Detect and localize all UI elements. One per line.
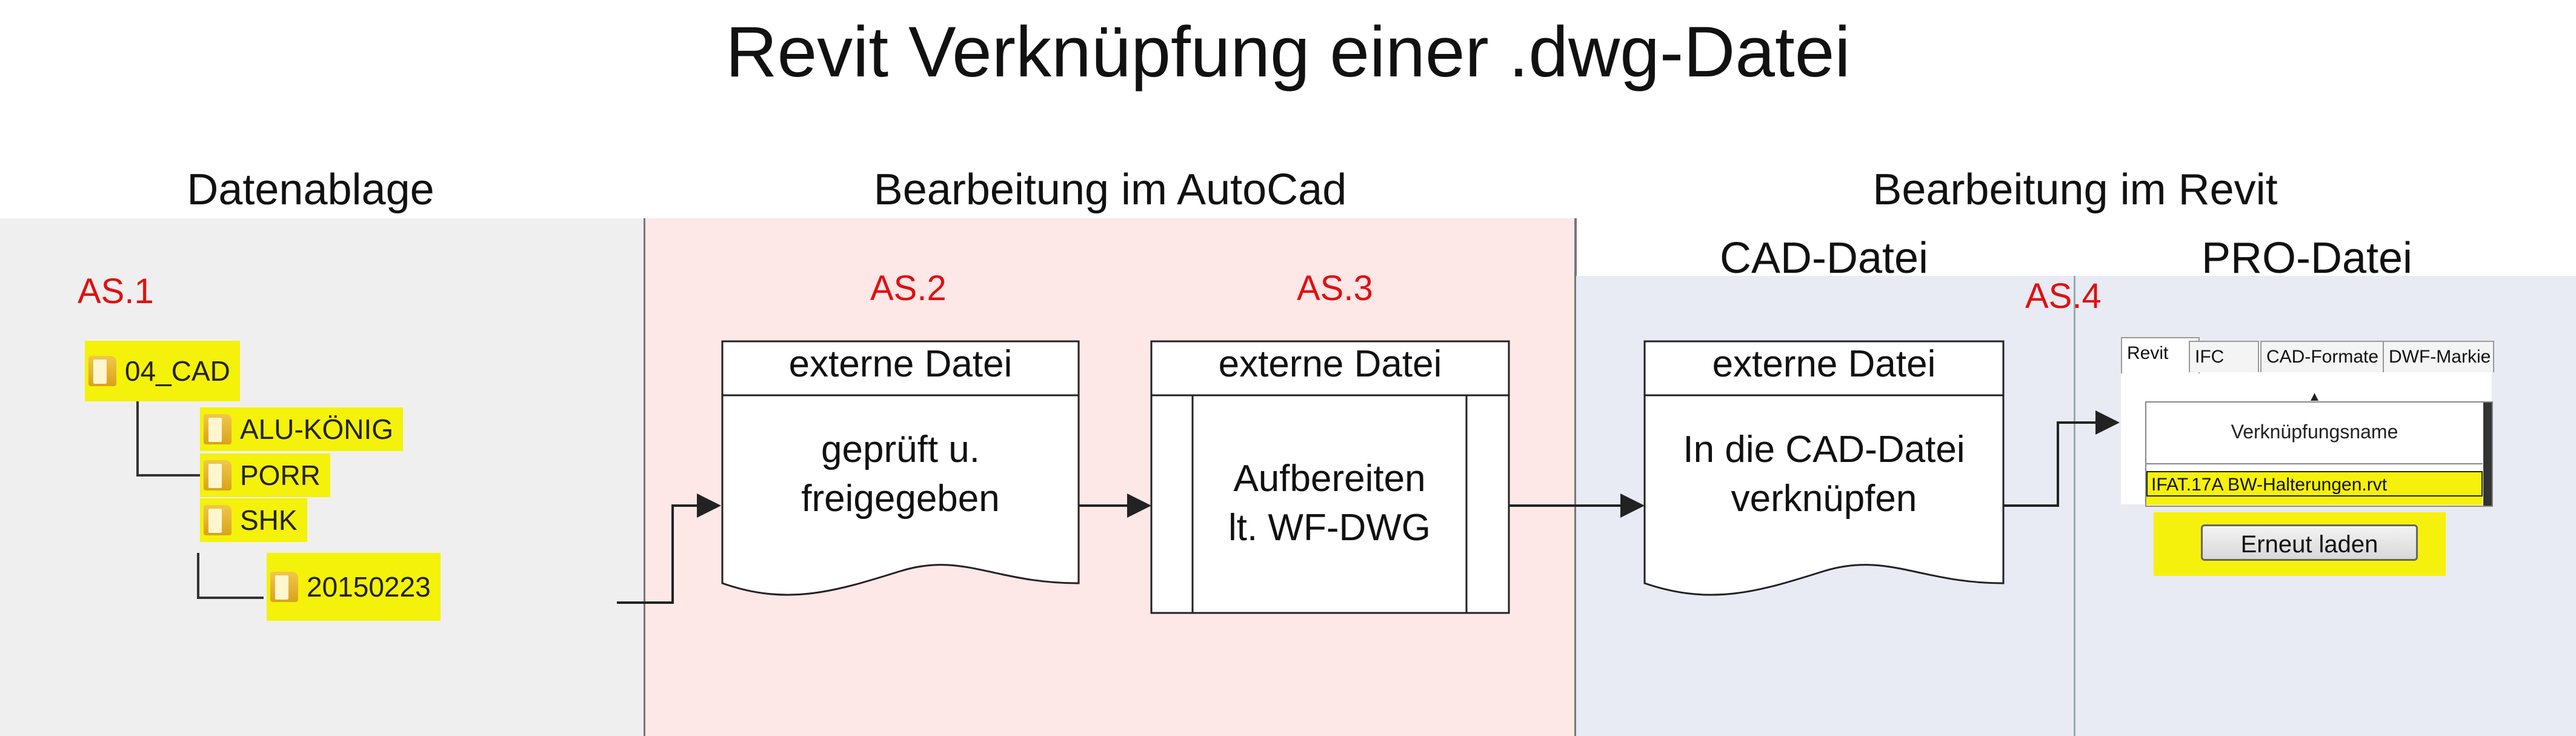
connector-tree-to-doc1	[617, 504, 703, 604]
folder-item-04-cad[interactable]: 04_CAD	[85, 341, 240, 401]
tree-connector	[197, 553, 199, 598]
folder-icon	[204, 505, 231, 535]
tab-ifc[interactable]: IFC	[2189, 341, 2259, 372]
revit-links-dialog: Revit IFC CAD-Formate DWF-Markie ▲ Verkn…	[2121, 337, 2494, 507]
tree-connector	[136, 474, 200, 477]
document-2-line-1: In die CAD-Datei	[1683, 429, 1965, 470]
links-table: ▲ Verknüpfungsname IFAT.17A BW-Halterung…	[2145, 389, 2493, 507]
document-1-header: externe Datei	[788, 343, 1013, 385]
arrowhead	[1620, 493, 1645, 518]
lane-title-revit: Bearbeitung im Revit	[1872, 166, 2278, 214]
reload-highlight: Erneut laden	[2154, 512, 2446, 576]
tree-connector	[197, 597, 264, 599]
step-label-as1: AS.1	[78, 272, 154, 311]
document-1-line-2: freigegeben	[801, 477, 1000, 520]
document-1-line-1: geprüft u.	[821, 429, 980, 470]
process-box	[1150, 340, 1510, 614]
step-label-as3: AS.3	[1297, 269, 1373, 308]
column-header-label: Verknüpfungsname	[2231, 421, 2398, 443]
lane-title-datenablage: Datenablage	[187, 166, 434, 214]
step-label-as4: AS.4	[2025, 276, 2102, 316]
tab-dwf-markie[interactable]: DWF-Markie	[2383, 341, 2494, 372]
document-2-body: In die CAD-Datei verknüpfen	[1645, 426, 2003, 523]
folder-item-porr[interactable]: PORR	[200, 453, 330, 497]
document-shape-1	[721, 340, 1080, 596]
lane-title-cad-datei: CAD-Datei	[1719, 234, 1929, 283]
tab-cad-formate[interactable]: CAD-Formate	[2260, 341, 2391, 372]
connector-doc2-to-revit	[2003, 421, 2102, 507]
folder-item-alu-koenig[interactable]: ALU-KÖNIG	[200, 407, 404, 451]
process-box-line-2: lt. WF-DWG	[1228, 506, 1431, 549]
document-2-line-2: verknüpfen	[1731, 477, 1917, 520]
page-title: Revit Verknüpfung einer .dwg-Datei	[725, 12, 1851, 92]
lane-divider	[1574, 218, 1577, 276]
lane-title-autocad: Bearbeitung im AutoCad	[873, 166, 1347, 214]
column-header-verknuepfungsname[interactable]: ▲ Verknüpfungsname	[2146, 389, 2483, 464]
folder-item-shk[interactable]: SHK	[200, 498, 307, 542]
document-1-body: geprüft u. freigegeben	[722, 426, 1079, 523]
table-row[interactable]: IFAT.17A BW-Halterungen.rvt	[2146, 471, 2483, 497]
tree-connector	[136, 371, 139, 475]
document-2-header: externe Datei	[1712, 343, 1936, 385]
arrowhead	[1127, 493, 1151, 518]
step-label-as2: AS.2	[870, 269, 947, 308]
lane-title-pro-datei: PRO-Datei	[2201, 234, 2413, 283]
arrowhead	[697, 493, 721, 518]
scrollbar[interactable]	[2483, 403, 2492, 506]
process-box-header: externe Datei	[1218, 343, 1442, 385]
folder-icon	[88, 356, 116, 386]
folder-item-20150223[interactable]: 20150223	[267, 553, 441, 621]
folder-icon	[270, 572, 298, 602]
tab-revit[interactable]: Revit	[2121, 337, 2200, 373]
table-row-highlight	[2146, 497, 2483, 505]
arrowhead	[2095, 410, 2120, 435]
folder-icon	[204, 460, 231, 490]
folder-icon	[204, 414, 231, 444]
sort-arrow-icon: ▲	[2308, 389, 2321, 404]
reload-button[interactable]: Erneut laden	[2201, 524, 2418, 561]
document-shape-2	[1643, 340, 2005, 596]
process-box-body: Aufbereiten lt. WF-DWG	[1193, 455, 1466, 552]
process-box-line-1: Aufbereiten	[1233, 458, 1426, 500]
